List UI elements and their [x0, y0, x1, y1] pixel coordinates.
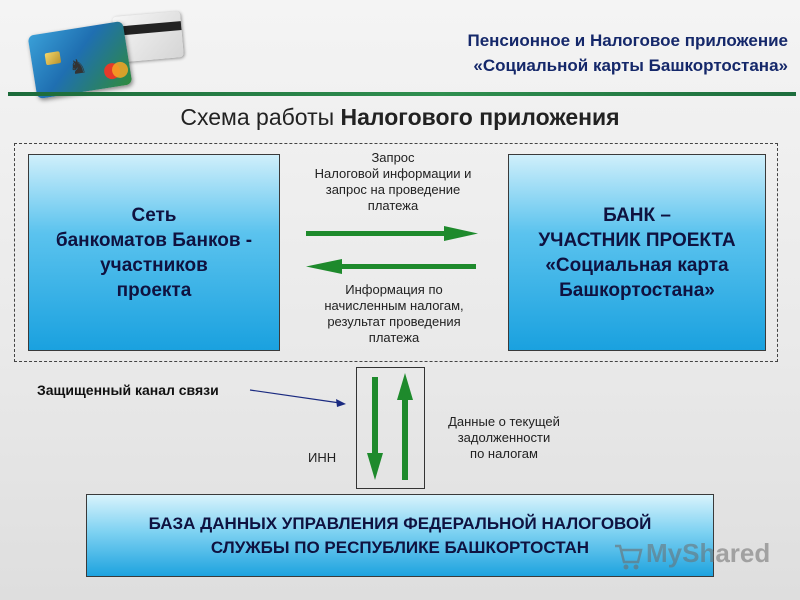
debt-label-line: Данные о текущей: [448, 414, 560, 429]
atm-box-line: Сеть: [131, 204, 177, 226]
bank-box-line: «Социальная карта: [545, 254, 729, 276]
request-label-line: Налоговой информации и: [314, 166, 472, 181]
request-label-line: Запрос: [371, 150, 415, 165]
tax-db-line: БАЗА ДАННЫХ УПРАВЛЕНИЯ ФЕДЕРАЛЬНОЙ НАЛОГ…: [148, 513, 652, 533]
interaction-frame: [14, 143, 778, 362]
debt-label-line: по налогам: [470, 446, 538, 461]
info-label-line: начисленным налогам,: [324, 298, 464, 313]
bank-box-line: Башкортостана»: [559, 279, 715, 301]
cart-icon: [615, 544, 643, 570]
arrow-up-icon: [397, 373, 413, 480]
request-label: Запрос Налоговой информации и запрос на …: [288, 150, 498, 214]
info-label-line: Информация по: [345, 282, 443, 297]
debt-data-label: Данные о текущей задолженности по налога…: [424, 414, 584, 462]
scheme-title-regular: Схема работы: [180, 104, 341, 130]
request-label-line: платежа: [367, 198, 419, 213]
scheme-title: Схема работы Налогового приложения: [0, 104, 800, 131]
atm-box-line: участников: [100, 254, 208, 276]
info-label-line: платежа: [368, 330, 420, 345]
info-label: Информация по начисленным налогам, резул…: [292, 282, 496, 346]
header-divider: [8, 92, 796, 96]
arrow-right-icon: [306, 226, 478, 241]
debt-label-line: задолженности: [457, 430, 551, 445]
header-title-line2: «Социальной карты Башкортостана»: [473, 56, 788, 75]
secure-channel-label: Защищенный канал связи: [37, 382, 219, 398]
bank-box-line: БАНК –: [603, 204, 671, 226]
scheme-title-bold: Налогового приложения: [340, 104, 620, 130]
pointer-arrow-icon: [249, 389, 346, 407]
header-title-line1: Пенсионное и Налоговое приложение: [467, 31, 788, 50]
request-label-line: запрос на проведение: [325, 182, 461, 197]
atm-network-box: Сеть банкоматов Банков - участников прое…: [28, 154, 280, 351]
info-label-line: результат проведения: [327, 314, 461, 329]
atm-box-line: проекта: [116, 279, 192, 301]
tax-db-line: СЛУЖБЫ ПО РЕСПУБЛИКЕ БАШКОРТОСТАН: [210, 537, 590, 557]
bank-box-line: УЧАСТНИК ПРОЕКТА: [538, 229, 736, 251]
header-title: Пенсионное и Налоговое приложение «Социа…: [348, 28, 788, 78]
atm-box-line: банкоматов Банков -: [55, 229, 253, 251]
channel-box: [356, 367, 425, 489]
tax-database-box: БАЗА ДАННЫХ УПРАВЛЕНИЯ ФЕДЕРАЛЬНОЙ НАЛОГ…: [86, 494, 714, 577]
arrow-down-icon: [367, 377, 383, 480]
arrow-left-icon: [306, 259, 476, 274]
watermark: MyShared: [646, 538, 771, 568]
bank-box: БАНК – УЧАСТНИК ПРОЕКТА «Социальная карт…: [508, 154, 766, 351]
inn-label: ИНН: [308, 450, 337, 465]
